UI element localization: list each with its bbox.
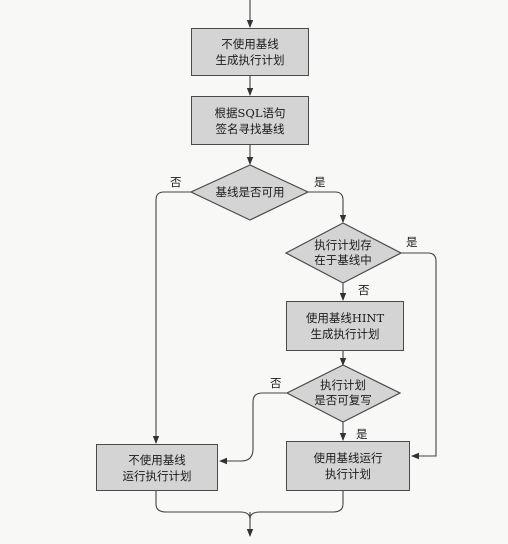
text-line: 在于基线中 bbox=[314, 253, 372, 267]
edge-label-in-baseline-yes: 是 bbox=[406, 235, 418, 249]
decision-text-plan-in-baseline: 执行计划存在于基线中 bbox=[293, 238, 393, 268]
process-hint-generate-plan: 使用基线HINT 生成执行计划 bbox=[286, 301, 404, 351]
decision-plan-in-baseline bbox=[284, 222, 403, 284]
text-line: 执行计划存 bbox=[314, 238, 372, 252]
text-line: 生成执行计划 bbox=[310, 327, 380, 341]
text-line: 使用基线HINT bbox=[305, 311, 385, 325]
text-line: 生成执行计划 bbox=[215, 53, 285, 67]
decision-text-plan-reproducible: 执行计划是否可复写 bbox=[293, 378, 393, 408]
text-line: 不使用基线 bbox=[128, 452, 186, 467]
edge-label-available-no: 否 bbox=[170, 175, 182, 189]
text-line: 执行计划 bbox=[325, 467, 371, 481]
arrow-reproducible-no bbox=[219, 392, 287, 465]
arrow-in-baseline-yes bbox=[401, 252, 437, 460]
edge-label-reproducible-yes: 是 bbox=[356, 427, 368, 441]
edge-label-available-yes: 是 bbox=[314, 175, 326, 189]
text-line: 运行执行计划 bbox=[122, 468, 192, 483]
process-find-baseline-by-signature: 根据SQL语句签名寻找基线 bbox=[191, 96, 309, 145]
arrow-merge-right bbox=[249, 491, 344, 520]
text-line: 使用基线运行 bbox=[313, 451, 383, 465]
arrow-merge-left bbox=[155, 491, 251, 520]
process-no-baseline-run-plan: 不使用基线运行执行计划 bbox=[96, 444, 218, 491]
decision-plan-reproducible bbox=[285, 364, 402, 423]
text-line: 执行计划 bbox=[320, 378, 366, 392]
edge-label-in-baseline-no: 否 bbox=[358, 283, 370, 297]
text-line: 签名寻找基线 bbox=[215, 121, 285, 136]
text-line: 根据SQL语句 bbox=[214, 105, 286, 120]
decision-baseline-available bbox=[189, 164, 310, 221]
arrow-available-yes bbox=[308, 191, 347, 223]
arrow-available-no bbox=[152, 191, 191, 444]
text-line: 不使用基线 bbox=[221, 37, 279, 51]
text-line: 是否可复写 bbox=[314, 393, 372, 407]
text-line: 基线是否可用 bbox=[215, 184, 285, 199]
process-no-baseline-generate-plan: 不使用基线生成执行计划 bbox=[191, 28, 309, 76]
process-baseline-run-plan: 使用基线运行执行计划 bbox=[286, 441, 410, 491]
edge-label-reproducible-no: 否 bbox=[270, 376, 282, 390]
decision-text-baseline-available: 基线是否可用 bbox=[200, 178, 300, 206]
